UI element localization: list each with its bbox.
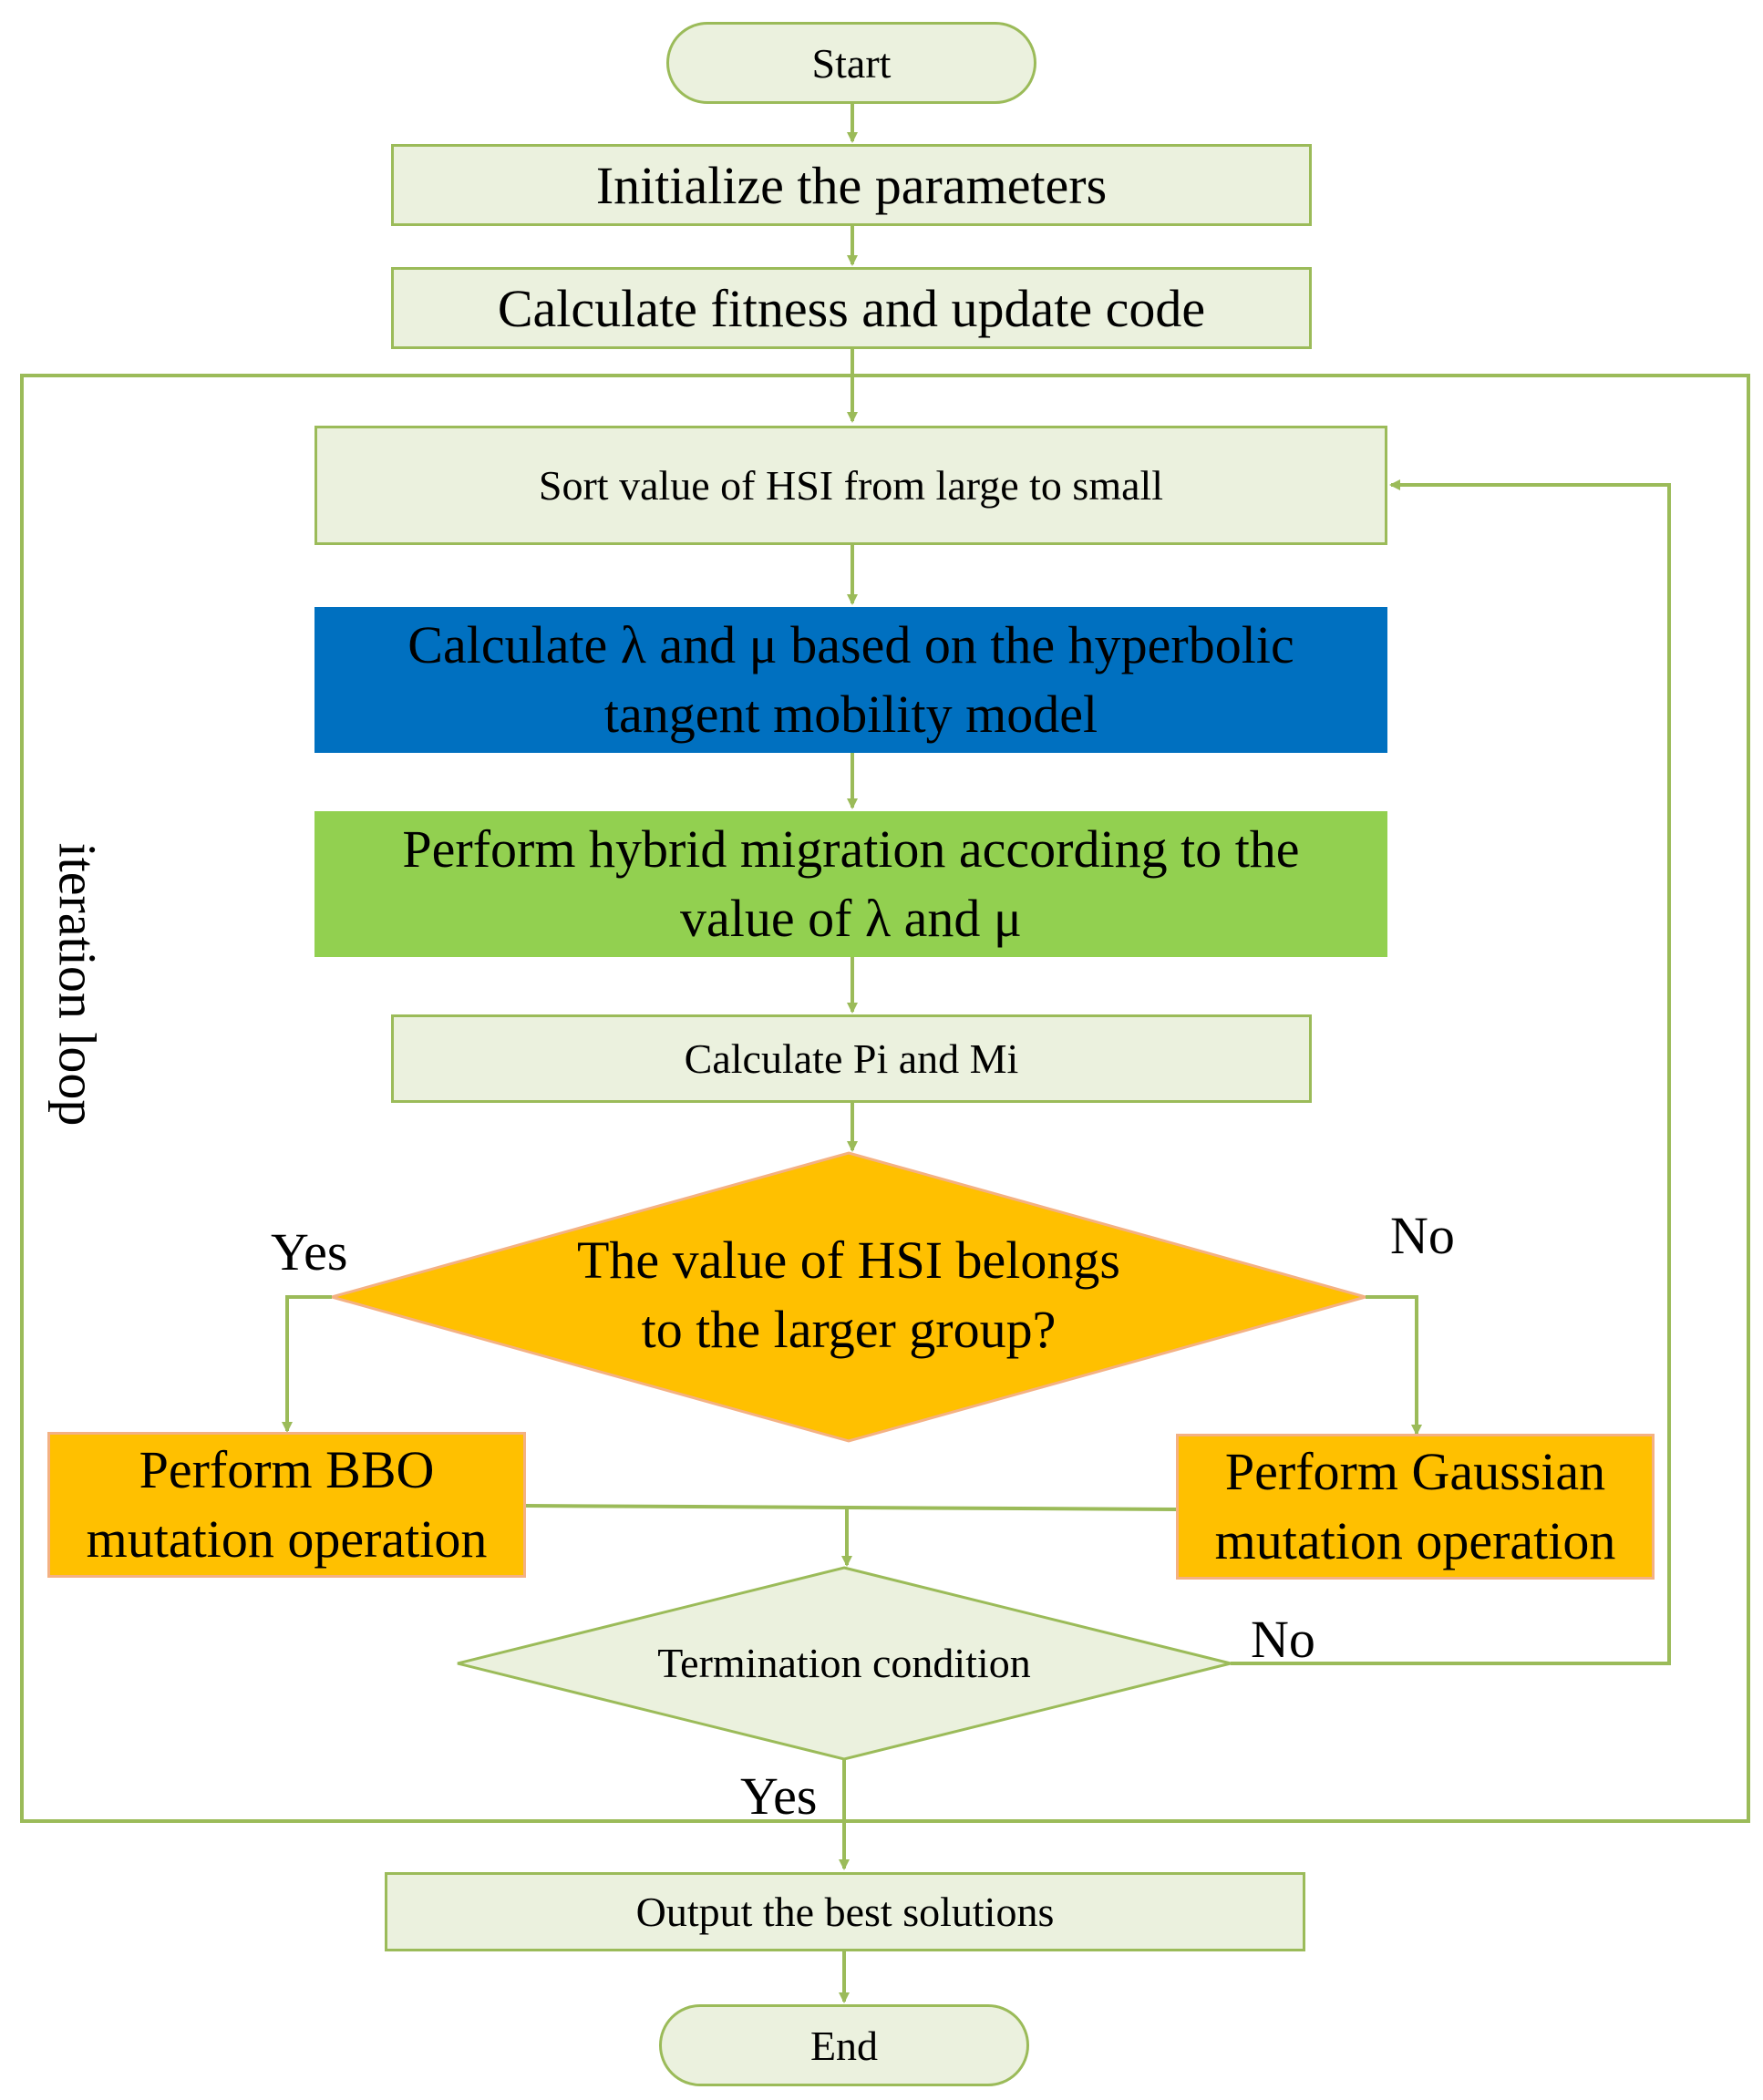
calculate-fitness-box: Calculate fitness and update code	[391, 267, 1312, 349]
iteration-loop-label-text: iteration loop	[47, 842, 108, 1127]
gaussian-mutation-box: Perform Gaussian mutation operation	[1176, 1434, 1655, 1580]
yes-down-label: Yes	[740, 1766, 818, 1826]
arrow-yes-bbo	[282, 1295, 332, 1433]
yes-left-label: Yes	[271, 1222, 348, 1282]
decision-diamond-group	[326, 1151, 1371, 1443]
iteration-loop-frame	[20, 374, 1750, 1823]
termination-condition-text: Termination condition	[657, 1640, 1031, 1686]
calculate-lambda-mu-box: Calculate λ and μ based on the hyperboli…	[314, 607, 1387, 753]
arrow-no-loop-back	[1231, 479, 1671, 1665]
bbo-mutation-box: Perform BBO mutation operation	[47, 1432, 526, 1578]
calculate-pi-mi-box: Calculate Pi and Mi	[391, 1014, 1312, 1103]
arrow-no-gaussian	[1366, 1295, 1422, 1436]
initialize-parameters-box: Initialize the parameters	[391, 144, 1312, 226]
no-loop-label: No	[1251, 1610, 1315, 1669]
no-right-label: No	[1390, 1206, 1455, 1265]
hybrid-migration-box: Perform hybrid migration according to th…	[314, 811, 1387, 957]
line-bbo-merge	[525, 1504, 1177, 1511]
output-best-solutions-box: Output the best solutions	[385, 1872, 1305, 1951]
start-terminal: Start	[666, 22, 1036, 104]
decision-group-text: The value of HSI belongs to the larger g…	[577, 1230, 1120, 1359]
sort-hsi-box: Sort value of HSI from large to small	[314, 426, 1387, 545]
end-terminal: End	[659, 2004, 1029, 2086]
